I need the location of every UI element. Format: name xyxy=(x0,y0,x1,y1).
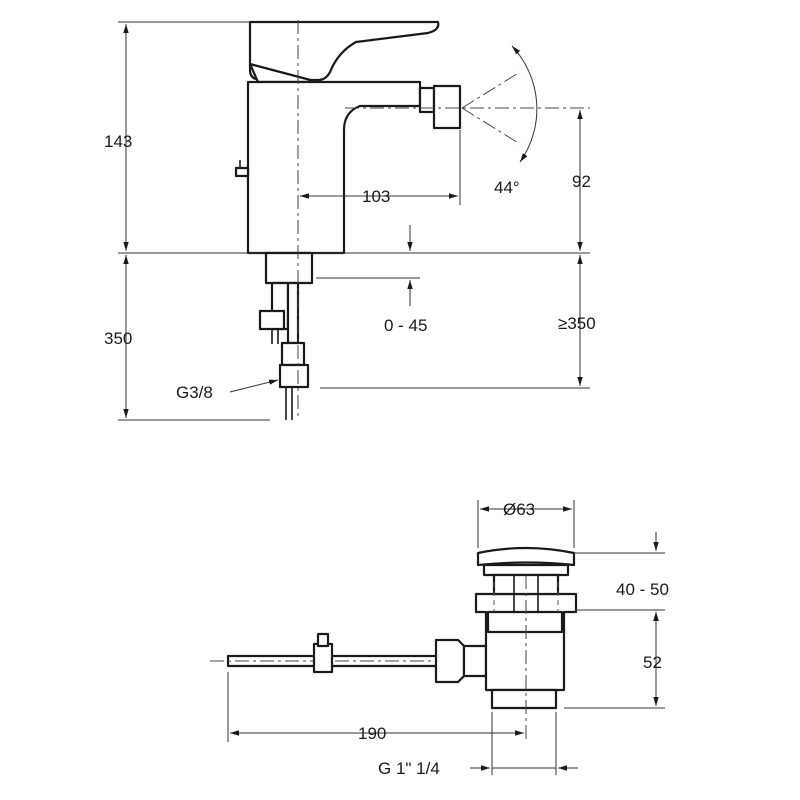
supply-hose-nut xyxy=(278,363,310,389)
rod-clamp xyxy=(312,642,334,674)
waste-thread xyxy=(490,688,558,710)
ball-joint-nut xyxy=(434,638,466,684)
faucet-body xyxy=(246,80,422,255)
bidet-faucet-view: 143 350 103 92 44° 0 - 45 ≥350 G3/8 xyxy=(104,20,596,421)
faucet-lever xyxy=(248,20,440,82)
faucet-nozzle xyxy=(432,84,462,130)
dim-height-label: 143 xyxy=(104,132,132,151)
dim-reach-label: 103 xyxy=(362,187,390,206)
dim-rod-length-label: 190 xyxy=(358,724,386,743)
dim-plug-height-label: 40 - 50 xyxy=(616,580,669,599)
dim-deck-label: 0 - 45 xyxy=(384,316,427,335)
dim-diameter-label: Ø63 xyxy=(503,500,535,519)
waste-plug-cap xyxy=(476,546,576,567)
dim-outlet-height-label: 92 xyxy=(572,172,591,191)
popup-knob xyxy=(234,166,250,178)
mounting-stud xyxy=(264,251,314,285)
popup-waste-view: Ø63 40 - 50 52 190 G 1" 1/4 xyxy=(210,500,669,778)
dim-below-deck-label: 350 xyxy=(104,329,132,348)
dim-body-height-label: 52 xyxy=(643,653,662,672)
dim-thread-label: G 1" 1/4 xyxy=(378,759,440,778)
dim-angle-label: 44° xyxy=(494,178,520,197)
dim-connection-label: G3/8 xyxy=(176,383,213,402)
dim-clearance-label: ≥350 xyxy=(558,314,596,333)
